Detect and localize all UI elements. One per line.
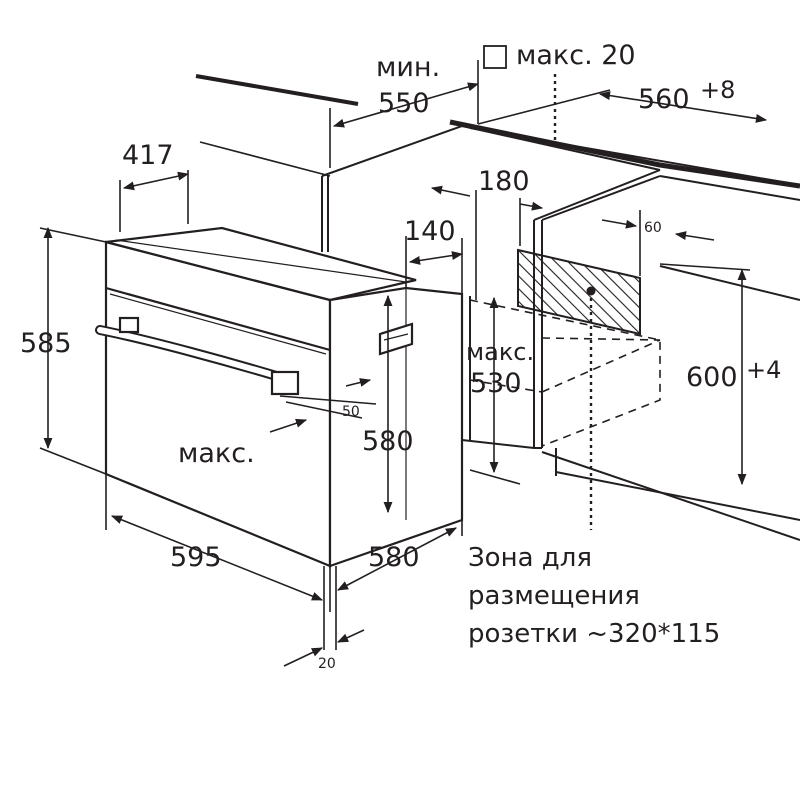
label-max: макс. bbox=[178, 438, 255, 469]
label-595: 595 bbox=[170, 542, 222, 573]
label-60: 60 bbox=[644, 220, 662, 236]
socket-zone bbox=[517, 74, 641, 530]
socket-note: Зона для размещения розетки ~320*115 bbox=[468, 543, 720, 649]
label-max20: макс. 20 bbox=[516, 40, 636, 71]
label-580-height: 580 bbox=[362, 426, 414, 457]
dimension-lines bbox=[39, 60, 768, 667]
label-180: 180 bbox=[478, 166, 530, 197]
handle-right-mount bbox=[270, 370, 300, 396]
countertop-left-edge bbox=[195, 74, 359, 106]
label-panel-depth: 417 bbox=[122, 140, 174, 171]
note-line-3: розетки ~320*115 bbox=[468, 619, 720, 649]
label-50: 50 bbox=[342, 404, 360, 420]
label-height-niche: 600 bbox=[686, 362, 738, 393]
handle-left-mount bbox=[118, 316, 140, 334]
dimension-labels: мин. 550 макс. 20 560 +8 417 585 180 140… bbox=[20, 40, 781, 672]
label-20: 20 bbox=[318, 656, 336, 672]
label-height-niche-tol: +4 bbox=[746, 356, 781, 384]
label-height-oven: 585 bbox=[20, 328, 72, 359]
label-max530: макс. bbox=[466, 338, 534, 366]
socket-zone-hatch bbox=[517, 248, 641, 336]
label-depth-niche: 560 bbox=[638, 84, 690, 115]
oven-panel-divider bbox=[105, 286, 331, 352]
oven bbox=[95, 226, 464, 568]
oven-top bbox=[105, 226, 417, 302]
square-icon bbox=[483, 45, 507, 69]
note-line-1: Зона для bbox=[468, 543, 592, 573]
label-min-value: 550 bbox=[378, 88, 430, 119]
label-max530-value: 530 bbox=[470, 368, 522, 399]
hidden-oven-outline bbox=[469, 299, 661, 447]
label-depth-niche-tol: +8 bbox=[700, 76, 735, 104]
niche-side-top bbox=[533, 169, 661, 221]
label-min: мин. bbox=[376, 52, 440, 83]
label-580-depth: 580 bbox=[368, 542, 420, 573]
oven-side bbox=[328, 286, 464, 568]
note-line-2: размещения bbox=[468, 581, 640, 611]
label-140: 140 bbox=[404, 216, 456, 247]
